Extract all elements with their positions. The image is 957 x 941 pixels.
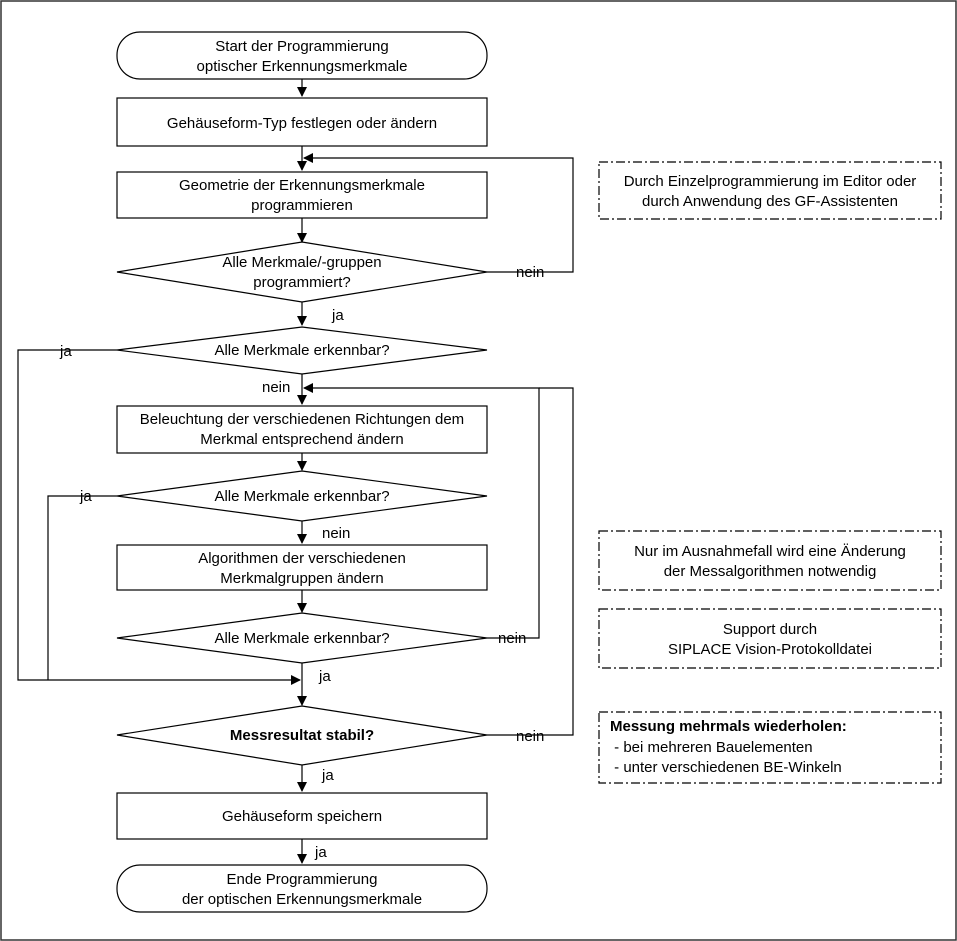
label-stable-no: nein <box>516 728 544 745</box>
note-exception: Nur im Ausnahmefall wird eine Änderung d… <box>598 530 942 591</box>
label-recog1-no: nein <box>262 379 290 396</box>
label-programmed-yes: ja <box>331 307 344 324</box>
lighting-line-1: Beleuchtung der verschiedenen Richtungen… <box>140 411 464 428</box>
decision-stable: Messresultat stabil? <box>116 705 488 766</box>
loop-programmed-no <box>303 153 574 273</box>
decision-recognizable-3: Alle Merkmale erkennbar? <box>116 612 488 664</box>
note-repeat-title: Messung mehrmals wiederholen: <box>610 718 847 735</box>
algorithms-step: Algorithmen der verschiedenen Merkmalgru… <box>116 544 488 591</box>
path-recog1-yes <box>17 349 301 685</box>
label-recog2-yes: ja <box>79 488 92 505</box>
set-type-step: Gehäuseform-Typ festlegen oder ändern <box>116 97 488 147</box>
geometry-line-2: programmieren <box>251 197 353 214</box>
save-label: Gehäuseform speichern <box>222 808 382 825</box>
lighting-step: Beleuchtung der verschiedenen Richtungen… <box>116 405 488 454</box>
end-terminator: Ende Programmierung der optischen Erkenn… <box>116 864 488 913</box>
decision-all-programmed: Alle Merkmale/-gruppen programmiert? <box>116 241 488 303</box>
note-support-line-2: SIPLACE Vision-Protokolldatei <box>668 641 872 658</box>
decision-recognizable-2-label: Alle Merkmale erkennbar? <box>214 488 389 505</box>
note-editor-line-1: Durch Einzelprogrammierung im Editor ode… <box>624 173 917 190</box>
label-stable-yes: ja <box>321 767 334 784</box>
end-line-2: der optischen Erkennungsmerkmale <box>182 891 422 908</box>
decision-recognizable-1: Alle Merkmale erkennbar? <box>116 326 488 375</box>
label-recog2-no: nein <box>322 525 350 542</box>
note-support: Support durch SIPLACE Vision-Protokollda… <box>598 608 942 669</box>
note-support-line-1: Support durch <box>723 621 817 638</box>
geometry-line-1: Geometrie der Erkennungsmerkmale <box>179 177 425 194</box>
edge-labels: nein ja ja nein ja nein nein ja nein ja … <box>59 264 544 861</box>
note-repeat: Messung mehrmals wiederholen: - bei mehr… <box>598 711 942 784</box>
note-exception-line-1: Nur im Ausnahmefall wird eine Änderung <box>634 543 906 560</box>
note-repeat-item-1: - bei mehreren Bauelementen <box>610 739 813 756</box>
decision-recognizable-1-label: Alle Merkmale erkennbar? <box>214 342 389 359</box>
note-editor: Durch Einzelprogrammierung im Editor ode… <box>598 161 942 220</box>
decision-all-programmed-line-2: programmiert? <box>253 274 351 291</box>
algorithms-line-1: Algorithmen der verschiedenen <box>198 550 406 567</box>
decision-stable-label: Messresultat stabil? <box>230 727 374 744</box>
decision-recognizable-3-label: Alle Merkmale erkennbar? <box>214 630 389 647</box>
label-recog1-yes: ja <box>59 343 72 360</box>
decision-all-programmed-line-1: Alle Merkmale/-gruppen <box>222 254 381 271</box>
start-line-2: optischer Erkennungsmerkmale <box>197 58 408 75</box>
connectors <box>17 79 574 864</box>
algorithms-line-2: Merkmalgruppen ändern <box>220 570 383 587</box>
note-exception-line-2: der Messalgorithmen notwendig <box>664 563 877 580</box>
loop-recog3-no <box>303 383 540 639</box>
lighting-line-2: Merkmal entsprechend ändern <box>200 431 403 448</box>
note-editor-line-2: durch Anwendung des GF-Assistenten <box>642 193 898 210</box>
start-line-1: Start der Programmierung <box>215 38 388 55</box>
end-line-1: Ende Programmierung <box>227 871 378 888</box>
label-save-yes: ja <box>314 844 327 861</box>
path-recog2-yes <box>47 495 117 680</box>
save-step: Gehäuseform speichern <box>116 792 488 840</box>
start-terminator: Start der Programmierung optischer Erken… <box>116 31 488 80</box>
decision-recognizable-2: Alle Merkmale erkennbar? <box>116 470 488 522</box>
geometry-step: Geometrie der Erkennungsmerkmale program… <box>116 171 488 219</box>
label-recog3-no: nein <box>498 630 526 647</box>
label-recog3-yes: ja <box>318 668 331 685</box>
loop-stable-no <box>487 387 574 736</box>
label-programmed-no: nein <box>516 264 544 281</box>
set-type-label: Gehäuseform-Typ festlegen oder ändern <box>167 115 437 132</box>
note-repeat-item-2: - unter verschiedenen BE-Winkeln <box>610 759 842 776</box>
